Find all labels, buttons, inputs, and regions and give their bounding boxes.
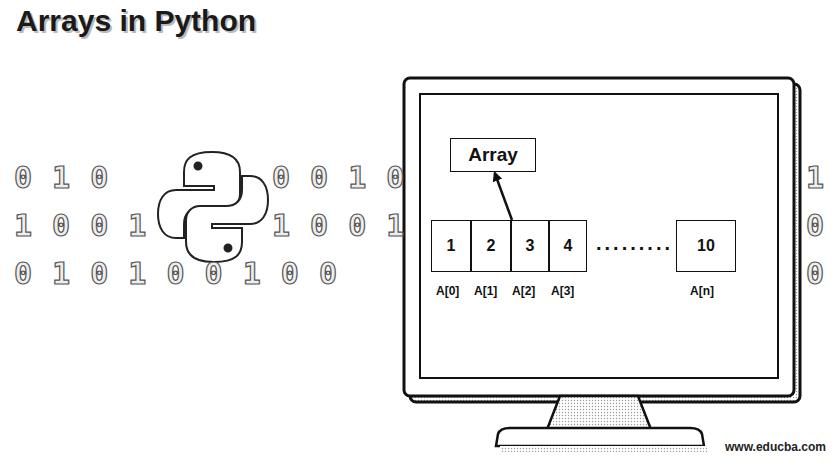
watermark: www.educba.com (725, 440, 826, 454)
binary-digits: 1 0 0 1 (14, 208, 147, 243)
index-label: A[3] (551, 284, 574, 298)
python-logo (158, 152, 268, 262)
cell-value: 3 (526, 237, 535, 255)
cell-value: 2 (487, 237, 496, 255)
binary-digits: 1 0 0 1 (272, 208, 405, 243)
binary-digits: 0 (806, 256, 825, 291)
array-cell: 2 (471, 220, 511, 272)
ellipsis: ......... (596, 232, 673, 255)
array-box: Array (450, 138, 536, 172)
box-label: Array (468, 144, 518, 166)
monitor (404, 78, 800, 452)
pointer-arrow (495, 173, 512, 220)
cell-value: 4 (564, 237, 573, 255)
cell-value: 10 (697, 237, 715, 255)
binary-digits: 1 (806, 160, 825, 195)
binary-digits: 0 0 1 0 (272, 160, 405, 195)
binary-digits: 0 (806, 208, 825, 243)
cell-value: 1 (447, 237, 456, 255)
index-label: A[0] (436, 284, 459, 298)
title: Arrays in Python (16, 4, 256, 38)
array-cell: 3 (511, 220, 549, 272)
index-label: A[1] (474, 284, 497, 298)
binary-digits: 0 1 0 1 0 0 1 0 0 (14, 256, 338, 291)
array-cell: 1 (431, 220, 471, 272)
array-cell: 4 (549, 220, 587, 272)
binary-digits: 0 1 0 (14, 160, 109, 195)
array-cell: 10 (676, 220, 736, 272)
index-label: A[n] (690, 284, 714, 298)
index-label: A[2] (512, 284, 535, 298)
